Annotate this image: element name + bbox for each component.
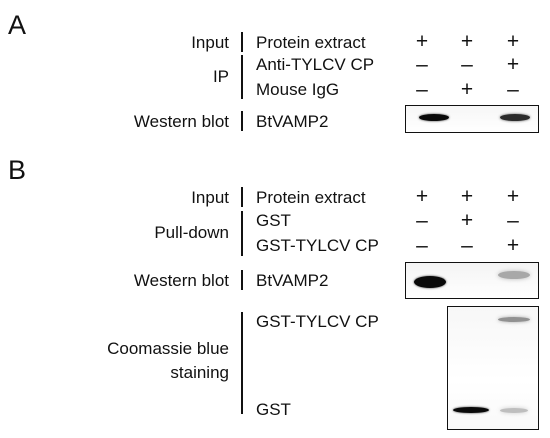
gel-b-coomassie [447, 306, 539, 430]
bracket-input-a [241, 32, 243, 52]
cbs-label-gst-tylcv-cp: GST-TYLCV CP [256, 312, 379, 331]
group-label-input-b: Input [191, 188, 229, 207]
row-label-gst: GST [256, 211, 291, 230]
band-b-cbs-gst-lane-1 [453, 407, 489, 413]
bracket-input-b [241, 187, 243, 207]
sign-b-protein-3: + [506, 185, 520, 208]
sign-a-protein-1: + [415, 30, 429, 53]
sign-a-protein-3: + [506, 30, 520, 53]
row-label-gst-tylcv-cp: GST-TYLCV CP [256, 236, 379, 255]
sign-b-gsttylcv-1: – [416, 234, 428, 257]
sign-b-gsttylcv-2: – [461, 234, 473, 257]
group-label-western-blot-a: Western blot [133, 112, 229, 131]
bracket-western-blot-a [241, 111, 243, 131]
group-label-coomassie-line-1: Coomassie blue [107, 339, 229, 358]
row-label-protein-extract-a: Protein extract [256, 33, 366, 52]
panel-label-b: B [8, 155, 27, 185]
bracket-pull-down [241, 211, 243, 256]
group-label-coomassie-line-2: staining [170, 363, 229, 382]
bracket-western-blot-b [241, 270, 243, 290]
row-label-btvamp2-b: BtVAMP2 [256, 271, 329, 290]
sign-a-protein-2: + [460, 30, 474, 53]
group-label-ip: IP [212, 67, 229, 86]
row-label-mouse-igg: Mouse IgG [256, 80, 340, 99]
group-label-pull-down: Pull-down [154, 223, 229, 242]
sign-a-igg-3: – [507, 78, 519, 101]
sign-a-igg-2: + [460, 78, 474, 101]
band-b-wb-lane-1 [414, 276, 446, 288]
cbs-label-gst: GST [256, 400, 291, 419]
row-label-anti-tylcv-cp: Anti-TYLCV CP [256, 55, 375, 74]
sign-b-gst-3: – [507, 209, 519, 232]
blot-b-btvamp2 [405, 262, 539, 299]
blot-a-btvamp2 [405, 105, 539, 133]
sign-b-protein-1: + [415, 185, 429, 208]
group-label-input-a: Input [191, 33, 229, 52]
group-label-western-blot-b: Western blot [133, 271, 229, 290]
band-b-cbs-gst-lane-3 [500, 408, 528, 413]
sign-b-gst-2: + [460, 209, 474, 232]
sign-a-igg-1: – [416, 78, 428, 101]
sign-a-anti-1: – [416, 53, 428, 76]
sign-b-gst-1: – [416, 209, 428, 232]
sign-b-protein-2: + [460, 185, 474, 208]
sign-a-anti-2: – [461, 53, 473, 76]
row-label-protein-extract-b: Protein extract [256, 188, 366, 207]
row-label-btvamp2-a: BtVAMP2 [256, 112, 329, 131]
band-a-wb-lane-3 [500, 114, 530, 121]
sign-a-anti-3: + [506, 53, 520, 76]
panel-label-a: A [8, 10, 27, 40]
band-b-cbs-gsttylcv-lane-3 [498, 317, 530, 322]
sign-b-gsttylcv-3: + [506, 234, 520, 257]
bracket-ip [241, 55, 243, 99]
bracket-coomassie [241, 312, 243, 414]
band-a-wb-lane-1 [419, 114, 449, 121]
band-b-wb-lane-3 [498, 271, 530, 279]
